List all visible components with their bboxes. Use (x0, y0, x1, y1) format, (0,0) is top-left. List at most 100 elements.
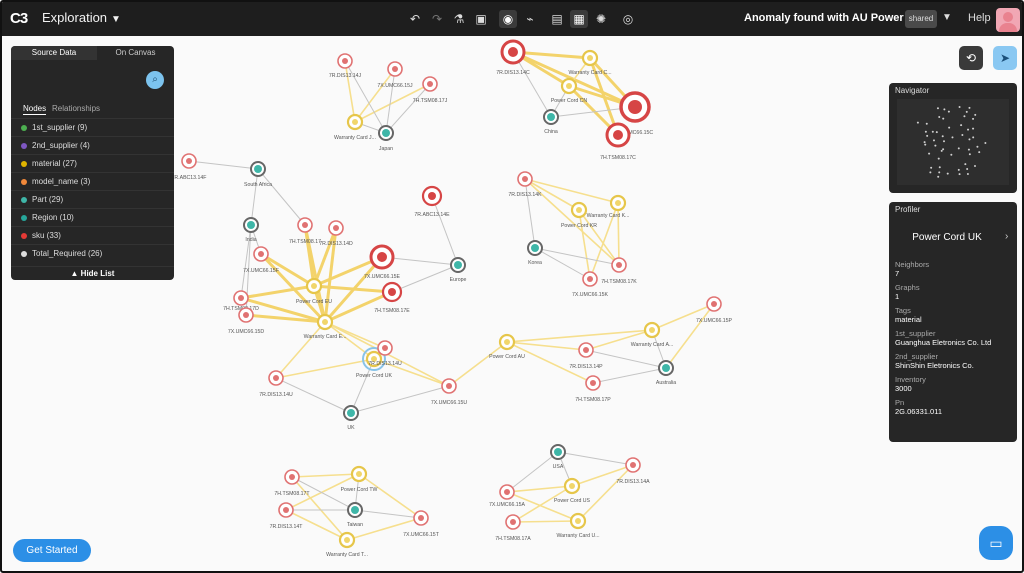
list-item[interactable]: sku (33) (11, 226, 174, 245)
graph-node-s14t[interactable]: 7R.DIS13.14T (270, 502, 304, 530)
graph-edge[interactable] (240, 224, 252, 299)
subtab-relationships[interactable]: Relationships (52, 104, 101, 113)
camera-icon[interactable]: ◎ (622, 12, 634, 26)
graph-node-pcuk[interactable]: Power Cord UK (356, 347, 393, 379)
graph-edge[interactable] (245, 313, 326, 324)
graph-node-wcu[interactable]: Warranty Card U... (556, 512, 600, 539)
graph-edge[interactable] (524, 178, 619, 204)
graph-edge[interactable] (385, 83, 431, 134)
image-icon[interactable]: ▤ (551, 12, 563, 26)
graph-edge[interactable] (585, 349, 667, 369)
graph-node-pcau[interactable]: Power Cord AU (489, 333, 525, 360)
tab-on-canvas[interactable]: On Canvas (115, 48, 156, 57)
graph-node-wck[interactable]: Warranty Card K... (587, 194, 630, 219)
list-item[interactable]: Region (10) (11, 208, 174, 227)
chevron-right-icon[interactable]: › (1005, 231, 1009, 242)
graph-edge[interactable] (385, 68, 396, 134)
graph-node-china[interactable]: China (543, 109, 559, 135)
graph-edge[interactable] (324, 321, 386, 349)
graph-node-s14j[interactable]: 7R.DIS13.14J (329, 53, 362, 79)
graph-edge[interactable] (391, 264, 459, 293)
graph-edge[interactable] (534, 247, 620, 266)
graph-edge[interactable] (577, 464, 634, 522)
graph-node-wce[interactable]: Warranty Card E... (304, 313, 347, 340)
app-logo[interactable]: C3 (10, 10, 28, 27)
graph-edge[interactable] (312, 227, 338, 287)
graph-node-s14d[interactable]: 7R.DIS13.14D (319, 220, 353, 247)
graph-edge[interactable] (344, 60, 356, 123)
graph-node-wct[interactable]: Warranty Card T... (326, 531, 368, 558)
graph-node-india[interactable]: India (243, 217, 259, 243)
graph-node-s15f[interactable]: 7X.UMC66.15F (243, 246, 279, 274)
graph-node-s17p[interactable]: 7H.TSM08.17P (575, 375, 611, 403)
graph-node-s14f[interactable]: 7R.ABC13.14F (172, 153, 207, 181)
graph-node-s17k[interactable]: 7H.TSM08.17K (601, 257, 637, 285)
undo-icon[interactable]: ↶ (409, 12, 421, 26)
graph-node-s15u[interactable]: 7X.UMC66.15U (431, 378, 468, 406)
graph-edge[interactable] (589, 202, 619, 280)
graph-node-taiwan[interactable]: Taiwan (347, 502, 363, 528)
graph-node-s17c[interactable]: 7H.TSM08.17C (600, 122, 636, 161)
graph-edge[interactable] (512, 50, 591, 60)
graph-edge[interactable] (260, 252, 315, 288)
graph-edge[interactable] (506, 485, 573, 493)
graph-node-s14e[interactable]: 7R.ABC13.14E (414, 185, 450, 218)
graph-node-wcj[interactable]: Warranty Card J... (334, 113, 376, 141)
graph-edge[interactable] (592, 367, 667, 384)
graph-node-s17_1[interactable]: 7H.TSM08.17 (289, 217, 321, 245)
graph-edge[interactable] (524, 178, 536, 249)
view-toggle-icon[interactable]: ⟲ (959, 46, 983, 70)
graph-node-s15c[interactable]: 7X.UMC66.15C (617, 91, 654, 136)
group-icon[interactable]: ◉ (499, 10, 517, 28)
graph-node-pctw[interactable]: Power Cord TW (341, 465, 378, 493)
graph-node-wcc[interactable]: Warranty Card C... (568, 49, 612, 76)
graph-edge[interactable] (524, 178, 580, 211)
workspace-title-dropdown[interactable]: Exploration▼ (42, 10, 121, 25)
graph-edge[interactable] (275, 321, 326, 379)
graph-node-s14u[interactable]: 7R.DIS13.14U (259, 370, 293, 398)
graph-edge[interactable] (512, 520, 579, 523)
graph-edge[interactable] (324, 290, 393, 324)
graph-node-wca[interactable]: Warranty Card A... (631, 321, 673, 348)
graph-edge[interactable] (250, 168, 259, 226)
graph-node-aus[interactable]: Australia (656, 360, 676, 386)
graph-edge[interactable] (585, 329, 653, 351)
graph-edge[interactable] (291, 476, 348, 541)
sun-icon[interactable]: ✺ (595, 12, 607, 26)
graph-node-s15k[interactable]: 7X.UMC66.15K (572, 271, 609, 298)
flask-icon[interactable]: ⚗ (453, 12, 465, 26)
minimap[interactable] (897, 99, 1009, 185)
graph-node-usa[interactable]: USA (550, 444, 566, 470)
graph-edge[interactable] (350, 385, 450, 414)
list-item[interactable]: model_name (3) (11, 172, 174, 191)
graph-node-s14c[interactable]: 7R.DIS13.14C (496, 39, 530, 76)
graph-edge[interactable] (651, 303, 715, 331)
graph-node-pckr[interactable]: Power Cord KR (561, 201, 597, 229)
get-started-button[interactable]: Get Started (13, 539, 91, 562)
graph-edge[interactable] (506, 491, 579, 522)
graph-node-uk[interactable]: UK (343, 405, 359, 431)
graph-node-japan[interactable]: Japan (378, 125, 394, 152)
graph-edge[interactable] (240, 284, 315, 300)
send-icon[interactable]: ➤ (993, 46, 1017, 70)
list-item[interactable]: Part (29) (11, 190, 174, 209)
list-item[interactable]: material (27) (11, 154, 174, 173)
shared-badge[interactable]: shared (905, 10, 937, 28)
graph-edge[interactable] (323, 256, 384, 323)
subtab-nodes[interactable]: Nodes (23, 104, 47, 115)
graph-node-s15p[interactable]: 7X.UMC66.15P (696, 296, 733, 324)
graph-edge[interactable] (431, 195, 459, 266)
share-chevron-icon[interactable]: ▼ (942, 12, 952, 23)
graph-edge[interactable] (381, 256, 459, 266)
graph-edge[interactable] (571, 464, 634, 487)
graph-edge[interactable] (358, 473, 422, 519)
list-item[interactable]: Total_Required (26) (11, 244, 174, 263)
graph-edge[interactable] (188, 160, 259, 170)
graph-edge[interactable] (534, 247, 591, 280)
graph-node-s17t[interactable]: 7H.TSM08.17T (274, 469, 310, 497)
graph-edge[interactable] (354, 509, 422, 519)
graph-node-s17e[interactable]: 7H.TSM08.17E (374, 281, 410, 314)
graph-edge[interactable] (524, 178, 620, 266)
redo-icon[interactable]: ↷ (431, 12, 443, 26)
